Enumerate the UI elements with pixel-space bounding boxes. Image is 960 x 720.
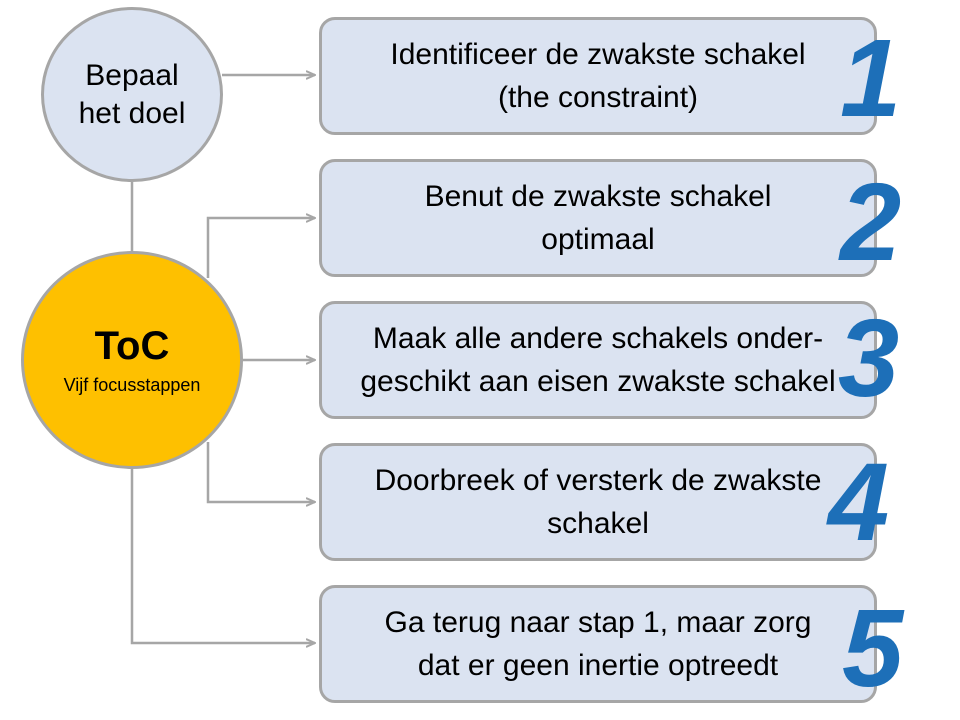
step-box-4: Doorbreek of versterk de zwakste schakel — [319, 443, 877, 561]
step-box-2: Benut de zwakste schakel optimaal — [319, 159, 877, 277]
step-text-5: Ga terug naar stap 1, maar zorg dat er g… — [384, 606, 812, 682]
step-number-4: 4 — [828, 441, 890, 564]
step-text-3: Maak alle andere schakels onder- geschik… — [360, 322, 836, 398]
step-number-1: 1 — [840, 17, 902, 140]
step-box-3: Maak alle andere schakels onder- geschik… — [319, 301, 877, 419]
goal-circle: Bepaal het doel — [41, 7, 223, 182]
goal-label: Bepaal het doel — [78, 58, 186, 130]
arrow-to-step-5 — [130, 468, 315, 643]
step-box-5: Ga terug naar stap 1, maar zorg dat er g… — [319, 585, 877, 703]
arrow-to-step-2 — [206, 218, 315, 278]
toc-circle: ToC Vijf focusstappen — [21, 251, 243, 469]
step-number-2: 2 — [840, 161, 902, 284]
step-number-3: 3 — [838, 297, 900, 420]
toc-subtitle: Vijf focusstappen — [63, 375, 201, 395]
step-text-2: Benut de zwakste schakel optimaal — [424, 180, 772, 256]
step-box-1: Identificeer de zwakste schakel (the con… — [319, 17, 877, 135]
step-text-4: Doorbreek of versterk de zwakste schakel — [374, 464, 822, 540]
toc-title: ToC — [94, 324, 170, 368]
step-text-1: Identificeer de zwakste schakel (the con… — [390, 38, 806, 114]
step-number-5: 5 — [842, 587, 904, 710]
arrow-to-step-4 — [206, 442, 315, 502]
